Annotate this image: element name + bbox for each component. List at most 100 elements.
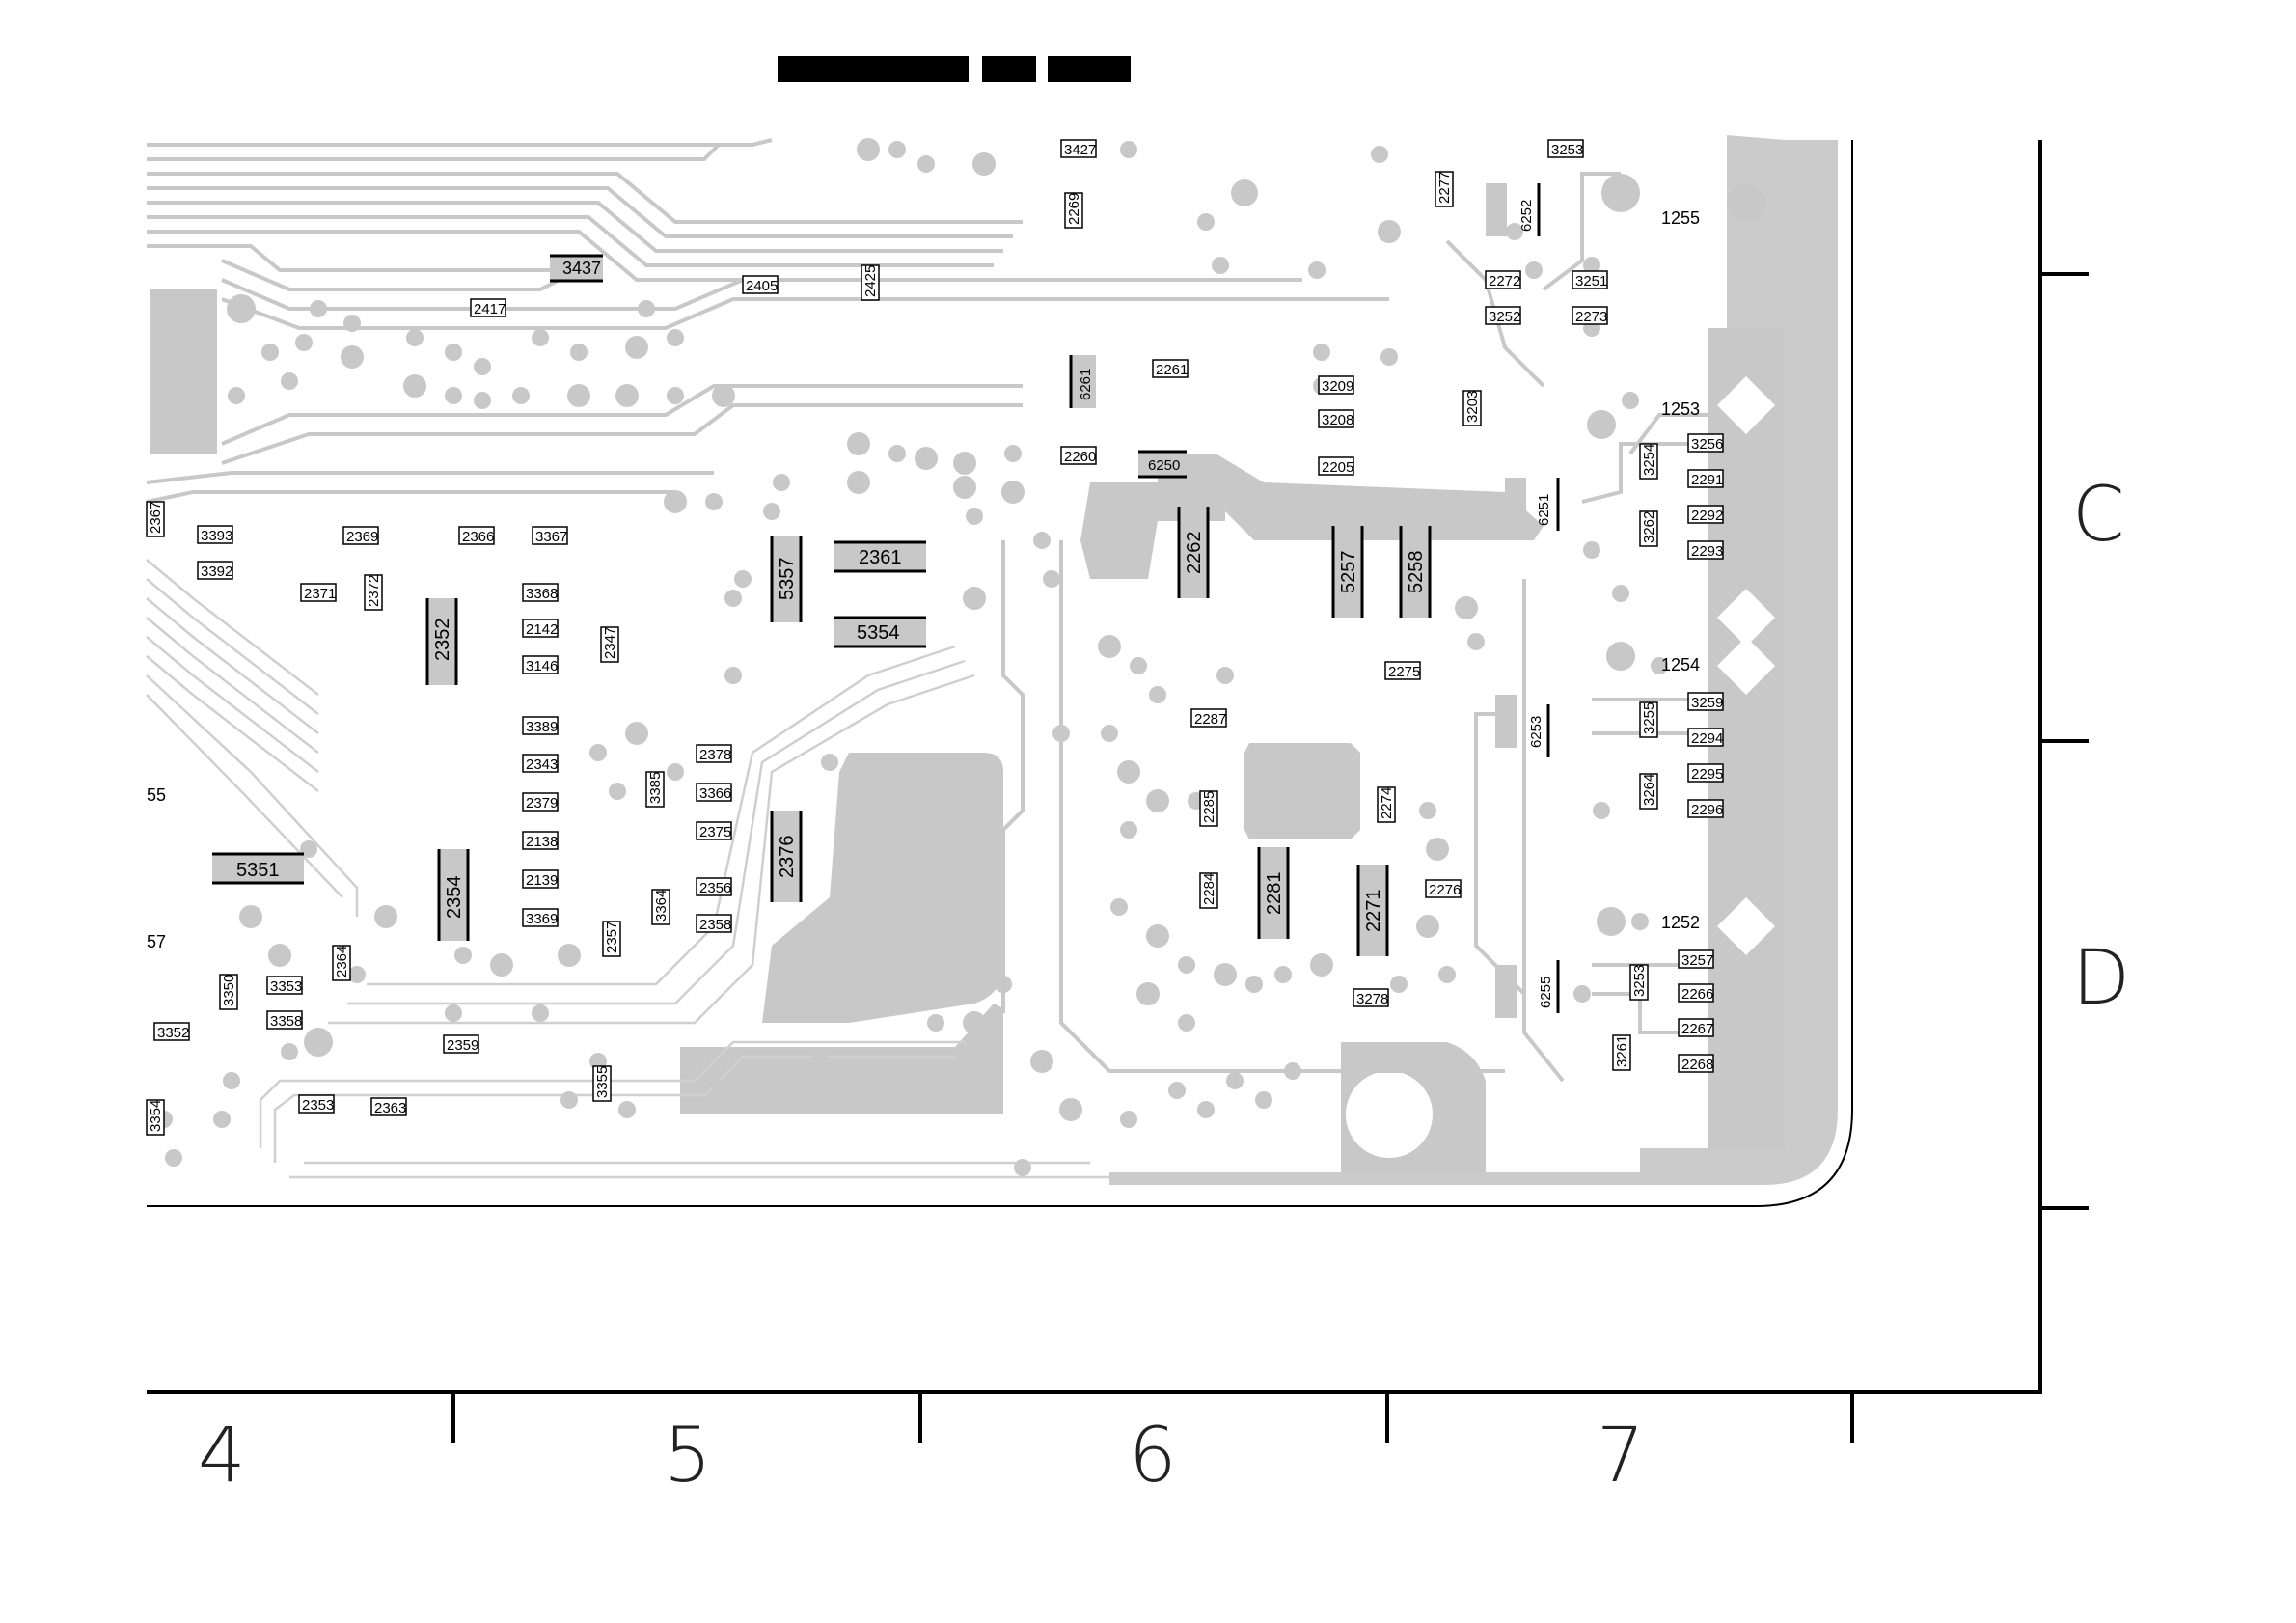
svg-text:3385: 3385 (647, 772, 664, 804)
trace-bus-top (146, 138, 1389, 504)
label-1252: 1252 (1661, 913, 1700, 932)
svg-text:2378: 2378 (699, 747, 731, 763)
small-label-2284: 2284 (1199, 872, 1218, 909)
small-label-2293: 2293 (1687, 540, 1724, 560)
small-label-3256: 3256 (1687, 433, 1724, 453)
small-label-2138: 2138 (522, 831, 559, 850)
svg-text:2277: 2277 (1436, 172, 1453, 204)
small-label-2261: 2261 (1152, 359, 1189, 378)
svg-text:2366: 2366 (462, 529, 494, 545)
svg-text:2267: 2267 (1681, 1021, 1713, 1037)
small-label-3366: 3366 (696, 783, 732, 802)
svg-text:3278: 3278 (1356, 991, 1388, 1007)
svg-text:3261: 3261 (1614, 1035, 1630, 1067)
small-label-2371: 2371 (300, 583, 337, 602)
svg-text:3353: 3353 (270, 978, 302, 995)
connector-shapes (1717, 376, 1775, 955)
small-label-2353: 2353 (298, 1094, 335, 1114)
svg-text:2293: 2293 (1691, 543, 1723, 560)
svg-text:2285: 2285 (1201, 791, 1217, 823)
small-label-2292: 2292 (1687, 505, 1724, 524)
svg-text:3264: 3264 (1641, 774, 1657, 806)
svg-text:3251: 3251 (1575, 273, 1607, 289)
svg-text:2295: 2295 (1691, 766, 1723, 783)
label-2262: 2262 (1184, 532, 1205, 575)
svg-text:2379: 2379 (526, 795, 558, 812)
small-label-3251: 3251 (1572, 270, 1608, 289)
svg-text:3253: 3253 (1551, 142, 1583, 158)
svg-text:3203: 3203 (1464, 391, 1481, 423)
svg-text:2367: 2367 (148, 502, 164, 534)
small-label-2367: 2367 (146, 501, 165, 537)
small-label-2363: 2363 (370, 1097, 407, 1116)
small-label-2359: 2359 (443, 1034, 479, 1054)
svg-text:2296: 2296 (1691, 802, 1723, 818)
svg-text:3358: 3358 (270, 1013, 302, 1030)
svg-text:2272: 2272 (1489, 273, 1520, 289)
small-label-2375: 2375 (696, 821, 732, 840)
small-label-3352: 3352 (153, 1022, 190, 1041)
small-label-3427: 3427 (1060, 139, 1097, 158)
small-label-3385: 3385 (645, 771, 665, 808)
label-2271: 2271 (1363, 890, 1384, 933)
svg-text:2266: 2266 (1681, 986, 1713, 1003)
trace-bus-diagonal (146, 559, 359, 917)
small-label-2266: 2266 (1678, 983, 1714, 1003)
svg-text:2359: 2359 (447, 1037, 478, 1054)
svg-text:2260: 2260 (1064, 449, 1096, 465)
label-2361: 2361 (859, 547, 902, 568)
small-label-2417: 2417 (470, 298, 506, 317)
small-label-3146: 3146 (522, 655, 559, 674)
label-6251: 6251 (1536, 494, 1552, 526)
svg-text:2142: 2142 (526, 621, 558, 638)
svg-text:3255: 3255 (1641, 702, 1657, 734)
svg-text:2356: 2356 (699, 880, 731, 896)
svg-text:2417: 2417 (474, 301, 506, 317)
label-3437: 3437 (562, 259, 601, 278)
small-label-3203: 3203 (1462, 390, 1482, 426)
small-label-2357: 2357 (602, 921, 621, 957)
small-label-2287: 2287 (1190, 708, 1227, 728)
small-label-3257: 3257 (1678, 949, 1714, 969)
small-label-3353: 3353 (266, 976, 303, 995)
small-label-2285: 2285 (1199, 790, 1218, 827)
small-label-2260: 2260 (1060, 446, 1097, 465)
svg-text:3350: 3350 (221, 975, 237, 1006)
svg-text:2287: 2287 (1194, 711, 1226, 728)
svg-text:3355: 3355 (594, 1066, 611, 1098)
small-label-2275: 2275 (1384, 661, 1421, 680)
small-label-3369: 3369 (522, 908, 559, 927)
grid-col-4: 4 (198, 1413, 246, 1499)
label-5258: 5258 (1406, 551, 1427, 594)
small-label-2276: 2276 (1425, 879, 1462, 898)
small-label-3392: 3392 (197, 561, 233, 580)
small-label-3253: 3253 (1547, 139, 1584, 158)
small-label-2356: 2356 (696, 877, 732, 896)
svg-text:2372: 2372 (366, 575, 382, 607)
svg-text:2269: 2269 (1066, 193, 1082, 225)
label-6253: 6253 (1528, 716, 1544, 748)
svg-text:3354: 3354 (148, 1100, 164, 1132)
svg-text:2139: 2139 (526, 872, 558, 889)
svg-text:2275: 2275 (1388, 664, 1420, 680)
label-57: 57 (147, 932, 166, 951)
small-label-2267: 2267 (1678, 1018, 1714, 1037)
label-1253: 1253 (1661, 399, 1700, 419)
grid-col-7: 7 (1597, 1413, 1645, 1499)
label-6261: 6261 (1078, 369, 1094, 400)
small-label-2272: 2272 (1485, 270, 1521, 289)
svg-text:2363: 2363 (374, 1100, 406, 1116)
small-label-2291: 2291 (1687, 469, 1724, 488)
svg-text:2425: 2425 (862, 265, 879, 297)
grid-col-6: 6 (1129, 1413, 1177, 1499)
svg-text:2276: 2276 (1429, 882, 1461, 898)
small-label-2269: 2269 (1064, 192, 1083, 229)
small-label-2273: 2273 (1572, 306, 1608, 325)
svg-text:2261: 2261 (1156, 362, 1188, 378)
svg-text:2371: 2371 (304, 586, 336, 602)
small-label-2205: 2205 (1318, 456, 1354, 476)
small-label-2366: 2366 (458, 526, 495, 545)
small-label-2274: 2274 (1377, 786, 1396, 823)
label-6252: 6252 (1518, 200, 1535, 232)
